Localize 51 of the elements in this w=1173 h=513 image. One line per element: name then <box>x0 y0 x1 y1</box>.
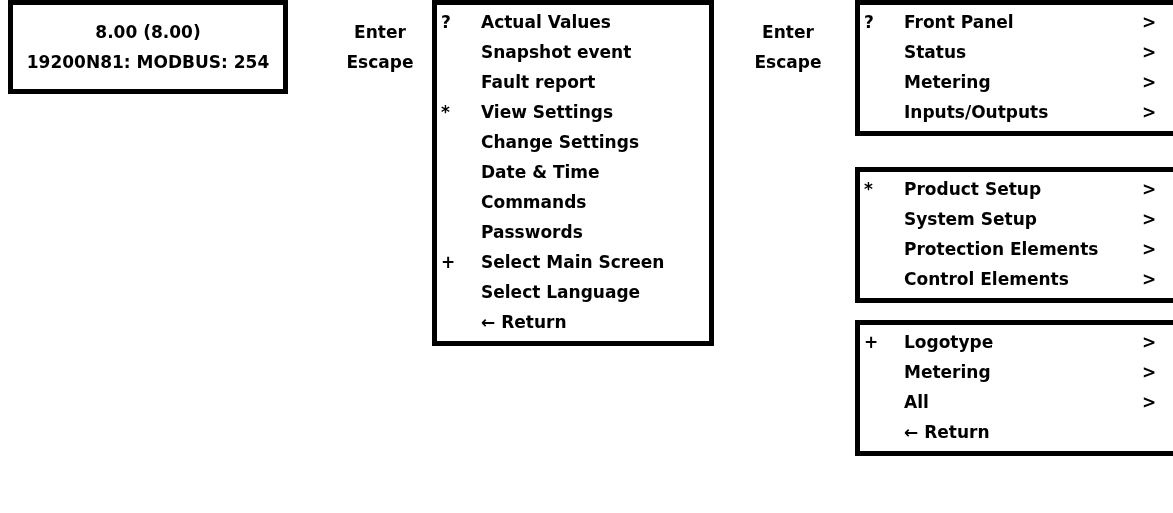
submenu-chevron: > <box>1142 331 1158 354</box>
submenu-chevron: > <box>1142 208 1158 231</box>
menu-item: Commands <box>481 191 588 214</box>
menu-marker: + <box>864 331 880 354</box>
menu-item: Control Elements <box>904 268 1070 291</box>
menu-screen <box>855 320 1173 456</box>
menu-item: Protection Elements <box>904 238 1100 261</box>
menu-item: Logotype <box>904 331 995 354</box>
menu-screen <box>855 0 1173 136</box>
menu-item: Snapshot event <box>481 41 633 64</box>
menu-marker: * <box>864 178 874 201</box>
menu-marker: + <box>441 251 457 274</box>
menu-item: Metering <box>904 361 992 384</box>
menu-item: Front Panel <box>904 11 1015 34</box>
key-label: Enter <box>761 21 815 44</box>
menu-item: Passwords <box>481 221 584 244</box>
submenu-chevron: > <box>1142 11 1158 34</box>
menu-item: Change Settings <box>481 131 640 154</box>
submenu-chevron: > <box>1142 71 1158 94</box>
menu-item: Metering <box>904 71 992 94</box>
submenu-chevron: > <box>1142 101 1158 124</box>
menu-item: Actual Values <box>481 11 612 34</box>
menu-screen <box>855 167 1173 303</box>
menu-item: Product Setup <box>904 178 1043 201</box>
key-label: Enter <box>353 21 407 44</box>
menu-screen <box>432 0 714 346</box>
submenu-chevron: > <box>1142 41 1158 64</box>
key-label: Escape <box>753 51 823 74</box>
submenu-chevron: > <box>1142 178 1158 201</box>
menu-item: Fault report <box>481 71 597 94</box>
menu-marker: ? <box>441 11 452 34</box>
menu-item: System Setup <box>904 208 1038 231</box>
key-label: Escape <box>345 51 415 74</box>
menu-marker: ? <box>864 11 875 34</box>
menu-item: View Settings <box>481 101 615 124</box>
status-line: 19200N81: MODBUS: 254 <box>25 51 271 74</box>
status-line: 8.00 (8.00) <box>94 21 202 44</box>
menu-item: ← Return <box>904 421 991 444</box>
display-screen <box>8 0 288 94</box>
menu-item: Inputs/Outputs <box>904 101 1050 124</box>
menu-item: Select Main Screen <box>481 251 666 274</box>
menu-item: Date & Time <box>481 161 601 184</box>
menu-item: ← Return <box>481 311 568 334</box>
submenu-chevron: > <box>1142 361 1158 384</box>
menu-item: All <box>904 391 930 414</box>
submenu-chevron: > <box>1142 391 1158 414</box>
menu-item: Status <box>904 41 968 64</box>
submenu-chevron: > <box>1142 238 1158 261</box>
submenu-chevron: > <box>1142 268 1158 291</box>
menu-item: Select Language <box>481 281 642 304</box>
menu-marker: * <box>441 101 451 124</box>
